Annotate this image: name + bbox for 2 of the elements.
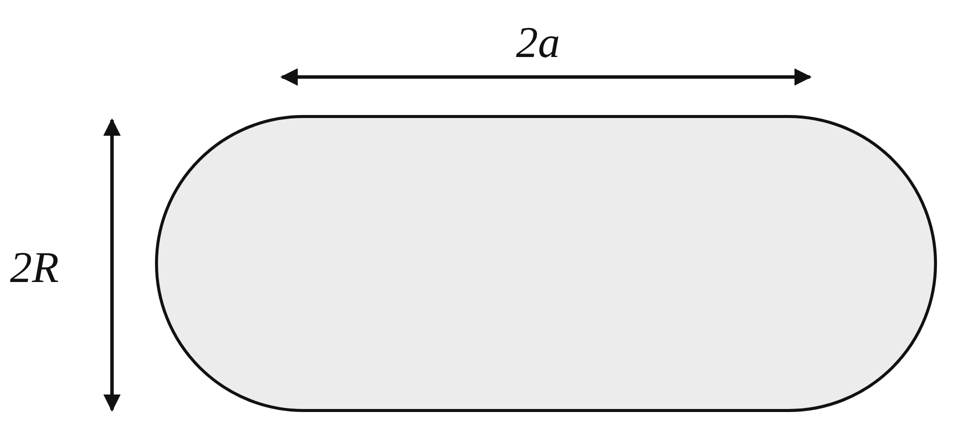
dimension-label: 2R (10, 243, 59, 293)
dimension-label: 2a (516, 18, 560, 68)
